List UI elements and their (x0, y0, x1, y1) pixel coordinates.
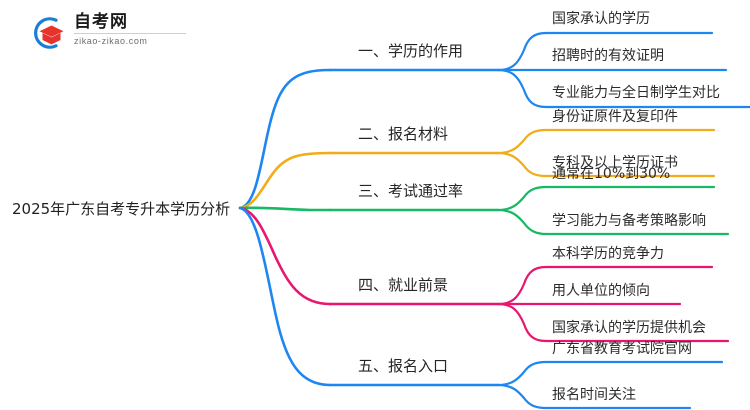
branch-1-fan-3 (496, 68, 548, 109)
branch-2-fan-2 (496, 151, 548, 178)
branch-label-5[interactable]: 五、报名入口 (358, 357, 449, 375)
logo-divider (74, 33, 186, 34)
branch-5-fan-1 (496, 360, 548, 387)
link-root-to-branch-2 (238, 151, 332, 210)
branch-4-fan-3 (496, 302, 548, 343)
branch-label-2[interactable]: 二、报名材料 (358, 125, 449, 143)
branch-label-4[interactable]: 四、就业前景 (358, 276, 449, 294)
branch-3-fan-1 (496, 185, 548, 212)
branch-label-3[interactable]: 三、考试通过率 (358, 182, 464, 200)
mindmap-root-label[interactable]: 2025年广东自考专升本学历分析 (12, 200, 231, 218)
leaf-label-2-1[interactable]: 身份证原件及复印件 (552, 109, 678, 125)
leaf-label-1-2[interactable]: 招聘时的有效证明 (552, 48, 664, 64)
leaf-label-4-1[interactable]: 本科学历的竞争力 (552, 246, 664, 262)
logo-name: 自考网 (74, 12, 128, 32)
link-root-to-branch-5 (238, 206, 332, 387)
link-root-to-branch-3 (238, 206, 332, 212)
leaf-label-4-3[interactable]: 国家承认的学历提供机会 (552, 320, 706, 336)
site-logo: 自考网 zikao-zikao.com (28, 12, 188, 52)
branch-2-fan-1 (496, 128, 548, 155)
leaf-label-2-2[interactable]: 专科及以上学历证书 (552, 155, 678, 171)
branch-1-fan-1 (496, 31, 548, 72)
leaf-label-1-3[interactable]: 专业能力与全日制学生对比 (552, 85, 720, 101)
branch-label-1[interactable]: 一、学历的作用 (358, 42, 464, 60)
branch-3-fan-2 (496, 208, 548, 236)
link-root-to-branch-1 (238, 68, 332, 210)
leaf-label-4-2[interactable]: 用人单位的倾向 (552, 283, 650, 299)
leaf-label-3-1[interactable]: 通常在10%到30% (552, 166, 671, 182)
leaf-label-5-1[interactable]: 广东省教育考试院官网 (552, 341, 692, 357)
graduation-cap-icon (28, 14, 68, 50)
leaf-label-5-2[interactable]: 报名时间关注 (552, 387, 636, 403)
branch-4-fan-1 (496, 265, 548, 306)
logo-text: 自考网 zikao-zikao.com (74, 12, 186, 47)
link-root-to-branch-4 (238, 206, 332, 306)
leaf-label-1-1[interactable]: 国家承认的学历 (552, 11, 650, 27)
leaf-label-3-2[interactable]: 学习能力与备考策略影响 (552, 213, 706, 229)
branch-5-fan-2 (496, 383, 548, 410)
logo-url: zikao-zikao.com (74, 36, 148, 46)
